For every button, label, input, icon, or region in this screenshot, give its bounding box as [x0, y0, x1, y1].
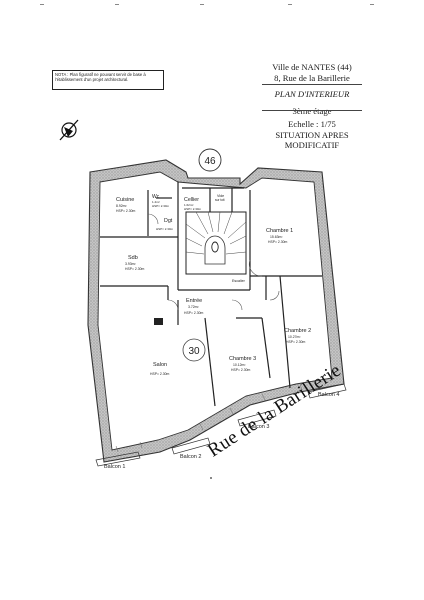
room-labels: Cuisine 8.92m² HSP= 2.30m Wc 1.4m² HSP= … [116, 194, 311, 376]
situation-label-2: MODIFICATIF [284, 140, 340, 150]
balcony-2-label: Balcon 2 [180, 454, 201, 460]
lot-marker-center: 30 [182, 338, 206, 362]
address-label: 8, Rue de la Barillerie [274, 72, 350, 83]
interior-walls [100, 182, 322, 407]
room-chambre1-area: 15.63m² [270, 235, 283, 239]
staircase [185, 211, 247, 275]
lot-marker-top: 46 [198, 148, 222, 172]
room-chambre2-name: Chambre 2 [284, 328, 311, 334]
room-chambre2-area: 10.27m² [288, 335, 301, 339]
room-cellier-name: Cellier [184, 197, 199, 203]
situation-label-1: SITUATION APRES [275, 129, 349, 140]
title-rule-1 [262, 84, 362, 85]
room-chambre3-area: 10.12m² [233, 363, 246, 367]
room-sdb-hsp: HSP= 2.30m [125, 267, 144, 271]
disclaimer-note: NOTA : Plan figuratif ne pouvant servir … [52, 70, 164, 90]
room-dgt-hsp: HSP= 2.30m [156, 227, 174, 231]
room-chambre3-name: Chambre 3 [229, 356, 256, 362]
room-sdb-area: 3.93m² [125, 262, 136, 266]
room-salon-name: Salon [153, 362, 167, 368]
balcony-3-label: Balcon 3 [248, 424, 269, 430]
exterior-walls [87, 159, 345, 463]
room-chambre2-hsp: HSP= 2.30m [286, 340, 305, 344]
room-vide-name: Vide [217, 194, 224, 198]
room-chambre1-name: Chambre 1 [266, 228, 293, 234]
facade-ticks [115, 383, 303, 453]
balcony-4-label: Balcon 4 [318, 392, 339, 398]
room-chambre1-hsp: HSP= 2.30m [268, 240, 287, 244]
title-rule-2 [262, 110, 362, 111]
chimney-block [154, 318, 163, 325]
room-dgt-name: Dgt [164, 218, 173, 224]
room-cuisine-area: 8.92m² [116, 204, 127, 208]
room-wc-area: 1.4m² [152, 200, 160, 204]
balconies [95, 383, 347, 467]
room-entree-area: 3.72m² [188, 305, 199, 309]
room-vide-sub: sur toit [215, 198, 225, 202]
room-cuisine-name: Cuisine [116, 197, 134, 203]
room-sdb-name: Sdb [128, 255, 138, 261]
stair-label: Escalier [232, 279, 246, 283]
room-entree-name: Entrée [186, 298, 202, 304]
door-swings [147, 213, 280, 311]
balcony-1-label: Balcon 1 [104, 464, 125, 470]
room-chambre3-hsp: HSP= 2.30m [231, 368, 250, 372]
room-wc-name: Wc [152, 194, 160, 200]
room-cuisine-hsp: HSP= 2.30m [116, 209, 135, 213]
speck [210, 477, 212, 479]
lot-number-top: 46 [204, 156, 216, 167]
north-arrow-icon [59, 119, 79, 141]
room-wc-hsp: HSP= 2.30m [152, 204, 170, 208]
plan-title: PLAN D'INTERIEUR [274, 89, 350, 99]
room-cellier-hsp: HSP= 2.30m [184, 207, 202, 211]
city-label: Ville de NANTES (44) [272, 62, 352, 72]
scale-label: Echelle : 1/75 [288, 119, 336, 129]
room-entree-hsp: HSP= 2.30m [184, 311, 203, 315]
room-cellier-area: 1.62m² [184, 203, 193, 207]
room-salon-hsp: HSP= 2.30m [150, 372, 169, 376]
lot-number-center: 30 [188, 346, 200, 357]
